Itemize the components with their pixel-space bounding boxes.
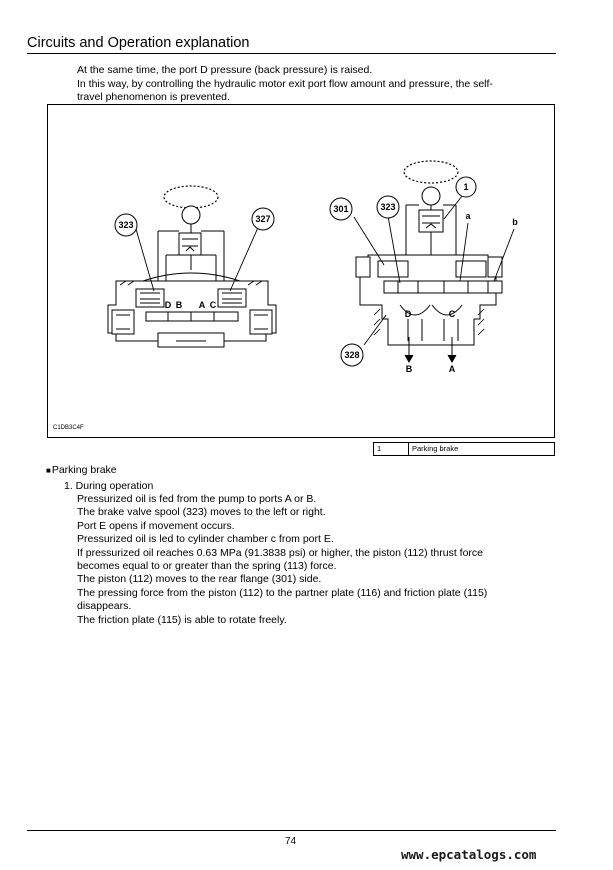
body-line: The piston (112) moves to the rear flang… <box>77 573 322 586</box>
left-check-ball <box>181 205 201 225</box>
section-heading: ■Parking brake <box>46 464 117 476</box>
intro-line: At the same time, the port D pressure (b… <box>77 64 373 76</box>
port-label-a-lower: a <box>465 211 471 221</box>
right-valve-diagram <box>353 160 515 364</box>
right-pilot-valve <box>418 209 444 233</box>
port-label-c-right: C <box>449 309 456 319</box>
right-motor-dashed-circle <box>403 160 459 184</box>
callout-circle <box>376 195 400 219</box>
intro-paragraph: At the same time, the port D pressure (b… <box>77 64 547 105</box>
callout-327: 327 <box>255 214 270 224</box>
callout-circle <box>329 197 353 221</box>
body-line: The brake valve spool (323) moves to the… <box>77 506 326 519</box>
callout-circle <box>340 343 364 367</box>
callout-circle <box>455 176 477 198</box>
step-body: Pressurized oil is fed from the pump to … <box>77 493 547 627</box>
legend-label: Parking brake <box>412 444 459 453</box>
left-valve-diagram <box>107 185 277 348</box>
right-port-labels: D C B A a b <box>405 211 519 374</box>
page-header-title: Circuits and Operation explanation <box>27 35 250 51</box>
body-line: becomes equal to or greater than the spr… <box>77 560 337 573</box>
callout-circle <box>114 213 138 237</box>
left-callouts: 323 327 <box>114 207 275 237</box>
callout-1: 1 <box>463 182 468 192</box>
port-label-c-left: C <box>210 300 217 310</box>
port-label-a-right: A <box>449 364 456 374</box>
intro-line: In this way, by controlling the hydrauli… <box>77 77 493 90</box>
left-motor-dashed-circle <box>163 185 219 209</box>
header-rule <box>27 53 556 54</box>
right-callouts: 1 301 323 328 <box>329 176 477 367</box>
port-label-d-right: D <box>405 309 412 319</box>
figure-box: 323 327 D B A C 1 301 323 328 D C B A a <box>47 104 555 438</box>
callout-301: 301 <box>333 204 348 214</box>
callout-323-right: 323 <box>380 202 395 212</box>
body-line: If pressurized oil reaches 0.63 MPa (91.… <box>77 546 484 559</box>
right-check-ball <box>421 186 441 206</box>
body-line: Pressurized oil is fed from the pump to … <box>77 493 317 505</box>
port-label-a-left: A <box>199 300 206 310</box>
port-label-b-lower: b <box>512 217 518 227</box>
legend-divider <box>408 443 409 455</box>
figure-code: C1DB3C4F <box>53 425 84 431</box>
body-line: The friction plate (115) is able to rota… <box>77 613 287 626</box>
watermark-text: www.epcatalogs.com <box>401 847 537 862</box>
callout-circle <box>251 207 275 231</box>
section-heading-text: Parking brake <box>51 464 117 476</box>
port-label-b-right: B <box>406 364 413 374</box>
body-line: Pressurized oil is led to cylinder chamb… <box>77 533 334 546</box>
bullet-square-icon: ■ <box>46 466 51 475</box>
hydraulic-diagram: 323 327 D B A C 1 301 323 328 D C B A a <box>107 160 519 374</box>
callout-328: 328 <box>344 350 359 360</box>
step-heading: 1. During operation <box>64 480 154 492</box>
callout-323-left: 323 <box>118 220 133 230</box>
body-line: disappears. <box>77 600 132 613</box>
body-line: The pressing force from the piston (112)… <box>77 586 488 599</box>
left-port-labels: D B A C <box>165 300 217 310</box>
port-label-d-left: D <box>165 300 172 310</box>
intro-line: travel phenomenon is prevented. <box>77 91 230 103</box>
body-line: Port E opens if movement occurs. <box>77 519 235 532</box>
figure-legend-table: 1 Parking brake <box>373 442 555 456</box>
port-label-b-left: B <box>176 300 183 310</box>
legend-number: 1 <box>377 444 382 453</box>
left-pilot-valve <box>178 232 202 256</box>
footer-rule <box>27 830 556 831</box>
page-number: 74 <box>285 836 297 847</box>
